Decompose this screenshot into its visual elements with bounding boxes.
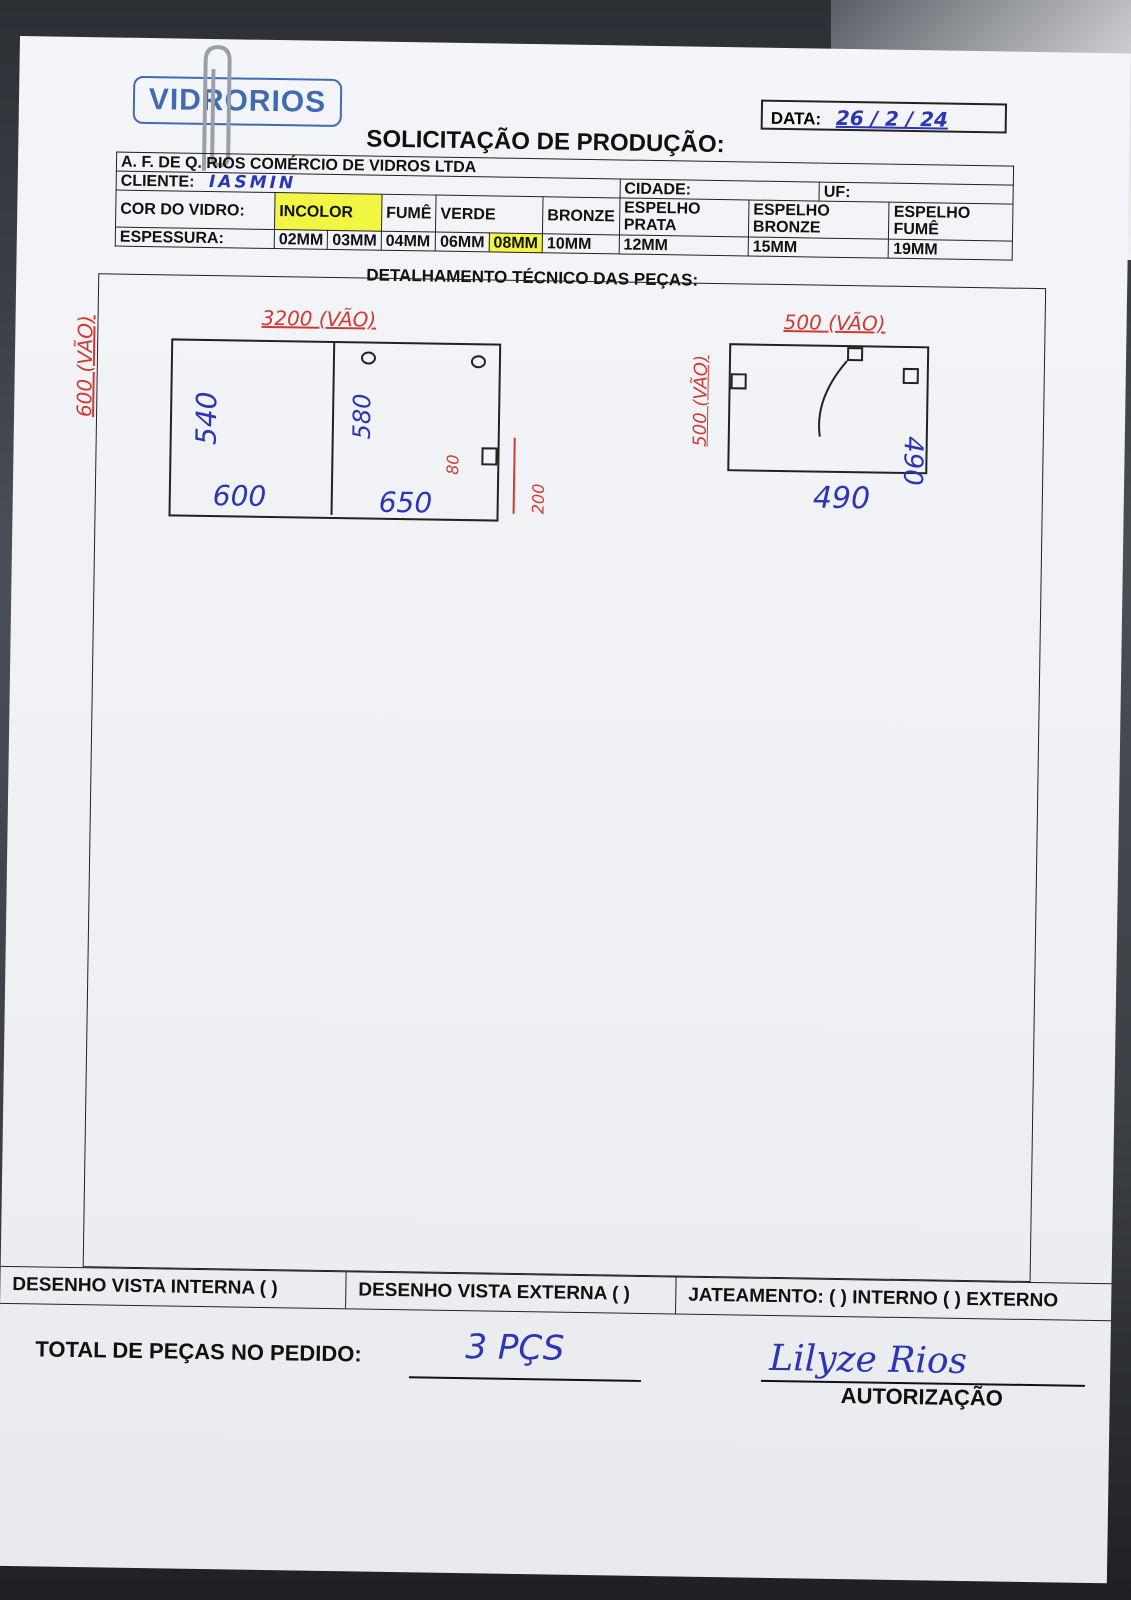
thickness-label: ESPESSURA: [115,227,275,249]
production-request-form: VIDRORIOS DATA: 26 / 2 / 24 SOLICITAÇÃO … [0,36,1131,1584]
thickness-option-12: 12MM [618,234,749,256]
sketch-2-left-dimension: 500 (VÃO) [689,354,713,447]
thickness-option-04: 04MM [381,231,436,252]
glass-color-label: COR DO VIDRO: [115,190,276,230]
hole-icon [360,351,377,365]
hinge-icon [481,447,498,466]
hole-icon [470,355,487,369]
opening-arc-icon [818,360,848,437]
sketch-2-bottom-dimension: 490 [812,480,871,517]
sketch-1-left-dimension: 600 (VÃO) [72,314,98,418]
thickness-option-15: 15MM [748,236,889,259]
signature: Lilyze Rios [768,1337,968,1383]
color-option-bronze: BRONZE [542,196,620,235]
order-header-table: A. F. DE Q. RIOS COMÉRCIO DE VIDROS LTDA… [115,152,1014,261]
thickness-option-08: 08MM [488,232,543,253]
form-title: SOLICITAÇÃO DE PRODUÇÃO: [366,125,725,159]
hinge-icon [730,373,747,390]
thickness-option-19: 19MM [888,239,1013,261]
color-option-espelho-fume: ESPELHO FUMÊ [888,202,1013,242]
thickness-option-06: 06MM [435,232,490,252]
sketch-1-height-1: 540 [189,391,224,446]
sketch-2-top-dimension: 500 (VÃO) [783,310,886,336]
color-option-incolor: INCOLOR [274,192,382,232]
sketch-1-side-dimension: 200 [528,483,549,515]
sketch-1-width-1: 600 [212,479,267,513]
sandblast-option: JATEAMENTO: ( ) INTERNO ( ) EXTERNO [688,1284,1059,1312]
thickness-option-02: 02MM [274,229,328,250]
date-box: DATA: 26 / 2 / 24 [760,99,1008,134]
date-label: DATA: [770,108,822,129]
color-option-espelho-prata: ESPELHO PRATA [619,197,749,237]
sketch-1-top-dimension: 3200 (VÃO) [261,305,377,332]
sketch-1-width-2: 650 [378,485,433,520]
external-view-option: DESENHO VISTA EXTERNA ( ) [346,1272,677,1314]
paper-clip-icon [201,45,232,171]
client-value: IASMIN [208,171,297,193]
internal-view-option: DESENHO VISTA INTERNA ( ) [0,1266,347,1309]
thickness-option-03: 03MM [327,230,382,251]
color-option-espelho-bronze: ESPELHO BRONZE [748,199,890,240]
sketch-1-hinge-offset: 80 [443,454,463,475]
total-pieces-label: TOTAL DE PEÇAS NO PEDIDO: [35,1336,362,1367]
sketch-1-height-2: 580 [347,393,377,440]
hinge-icon [902,367,919,385]
client-label: CLIENTE: [120,172,195,191]
total-pieces-value: 3 PÇS [465,1327,565,1369]
color-option-fume: FUMÊ [381,194,437,233]
authorization-label: AUTORIZAÇÃO [840,1383,1004,1411]
date-value: 26 / 2 / 24 [835,105,949,132]
sketch-2-right-dimension: 490 [897,435,928,486]
thickness-option-10: 10MM [542,233,620,254]
total-line [408,1376,641,1382]
color-option-verde: VERDE [435,195,544,234]
